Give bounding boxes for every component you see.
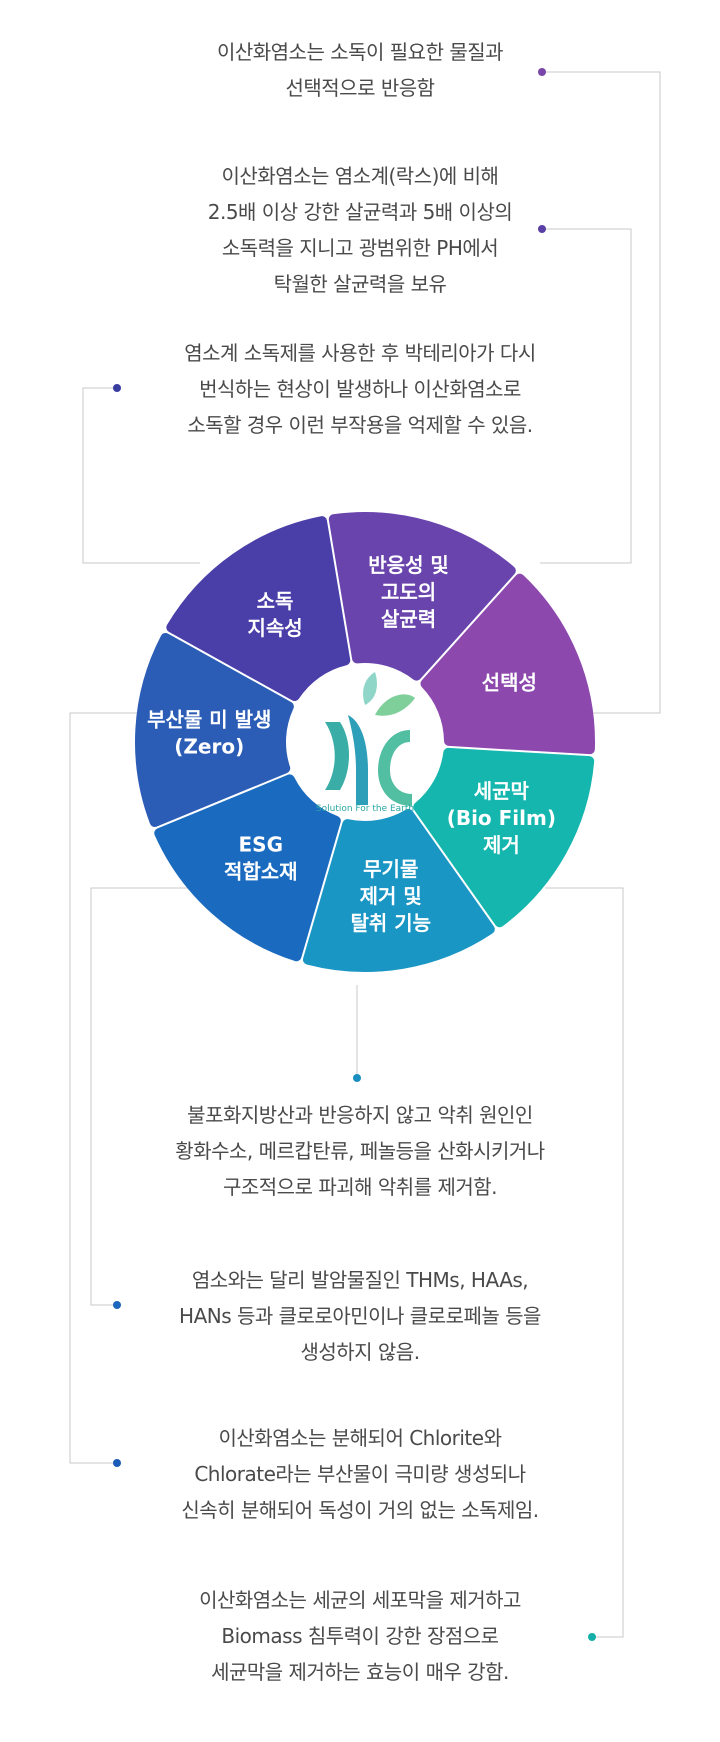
connector-dot <box>113 1301 121 1309</box>
desc-line: 선택적으로 반응함 <box>285 76 435 100</box>
logo-mark-icon <box>325 722 349 790</box>
desc-line: 황화수소, 메르캅탄류, 페놀등을 산화시키거나 <box>175 1139 545 1163</box>
desc-line: 2.5배 이상 강한 살균력과 5배 이상의 <box>207 200 513 224</box>
desc-selectivity: 이산화염소는 소독이 필요한 물질과 선택적으로 반응함 <box>90 34 630 106</box>
desc-line: 세균막을 제거하는 효능이 매우 강함. <box>211 1660 509 1684</box>
desc-line: 신속히 분해되어 독성이 거의 없는 소독제임. <box>181 1498 539 1522</box>
desc-byproduct: 이산화염소는 분해되어 Chlorite와 Chlorate라는 부산물이 극미… <box>90 1420 630 1528</box>
connector-lines <box>69 68 661 1641</box>
segment-label-line: ESG <box>239 833 283 857</box>
segment-biofilm <box>413 747 595 928</box>
connector-line <box>82 387 200 564</box>
desc-line: 불포화지방산과 반응하지 않고 악취 원인인 <box>187 1103 533 1127</box>
desc-line: Chlorate라는 부산물이 극미량 생성되나 <box>194 1462 526 1486</box>
segment-label-esg: ESG 적합소재 <box>224 833 298 884</box>
desc-line: 이산화염소는 염소계(락스)에 비해 <box>221 164 499 188</box>
connector-line <box>90 887 190 1306</box>
segment-odor <box>302 808 495 972</box>
connector-dot <box>113 1459 121 1467</box>
logo-mark-icon <box>348 715 368 805</box>
desc-line: 이산화염소는 분해되어 Chlorite와 <box>218 1426 502 1450</box>
segment-label-line: 살균력 <box>381 607 436 631</box>
connector-line <box>540 228 632 564</box>
segment-label-line: 적합소재 <box>224 860 298 884</box>
desc-line: HANs 등과 클로로아민이나 클로로페놀 등을 <box>179 1304 541 1328</box>
segment-label-line: 제거 <box>483 833 520 857</box>
segment-label-line: 제거 및 <box>360 884 422 908</box>
logo-leaf-icon <box>375 694 415 716</box>
connector-dot <box>113 384 121 392</box>
segment-label-line: 반응성 및 <box>368 553 449 577</box>
segment-label-line: 부산물 미 발생 <box>147 707 271 731</box>
desc-line: 소독할 경우 이런 부작용을 억제할 수 있음. <box>187 413 533 437</box>
segment-selectivity <box>420 573 595 755</box>
connector-dot <box>353 1074 361 1082</box>
desc-persistence: 염소계 소독제를 사용한 후 박테리아가 다시 번식하는 현상이 발생하나 이산… <box>90 335 630 443</box>
logo-mark-icon <box>378 730 412 806</box>
segment-byproduct <box>135 632 294 828</box>
segment-reactivity <box>328 512 516 681</box>
segment-label-line: 세균막 <box>474 779 530 803</box>
desc-line: 이산화염소는 소독이 필요한 물질과 <box>216 40 504 64</box>
segment-esg <box>154 774 341 962</box>
desc-line: 소독력을 지니고 광범위한 PH에서 <box>221 236 499 260</box>
desc-line: 생성하지 않음. <box>300 1340 420 1364</box>
desc-line: Biomass 침투력이 강한 장점으로 <box>221 1624 499 1648</box>
desc-line: 탁월한 살균력을 보유 <box>273 272 447 296</box>
logo-leaf-icon <box>363 672 377 705</box>
segment-label-line: 탈취 기능 <box>350 911 431 935</box>
connector-dot <box>588 1633 596 1641</box>
segment-label-line: (Bio Film) <box>447 806 556 830</box>
desc-line: 번식하는 현상이 발생하나 이산화염소로 <box>199 377 521 401</box>
segment-label-line: (Zero) <box>174 734 244 758</box>
connector-line <box>545 887 624 1638</box>
desc-line: 염소계 소독제를 사용한 후 박테리아가 다시 <box>184 341 536 365</box>
segment-label-line: 지속성 <box>247 616 302 640</box>
connector-dot <box>538 68 546 76</box>
desc-line: 구조적으로 파괴해 악취를 제거함. <box>222 1175 498 1199</box>
segment-label-line: 고도의 <box>381 580 436 604</box>
connector-dot <box>538 225 546 233</box>
segment-label-line: 선택성 <box>482 671 537 695</box>
connector-line <box>542 71 661 714</box>
logo-text: Solution For the Earth <box>316 804 414 814</box>
desc-esg: 염소와는 달리 발암물질인 THMs, HAAs, HANs 등과 클로로아민이… <box>90 1262 630 1370</box>
segment-label-line: 무기물 <box>363 857 418 881</box>
segment-persistence <box>166 516 351 702</box>
segment-label-line: 소독 <box>257 589 294 613</box>
segment-label-byproduct: 부산물 미 발생 (Zero) <box>147 707 271 758</box>
desc-line: 이산화염소는 세균의 세포막을 제거하고 <box>199 1588 521 1612</box>
connector-line <box>69 712 140 1464</box>
segment-label-selectivity: 선택성 <box>482 671 537 695</box>
segment-label-biofilm: 세균막 (Bio Film) 제거 <box>447 779 556 857</box>
center-logo: Solution For the Earth <box>316 672 415 814</box>
desc-biofilm: 이산화염소는 세균의 세포막을 제거하고 Biomass 침투력이 강한 장점으… <box>90 1582 630 1690</box>
desc-reactivity: 이산화염소는 염소계(락스)에 비해 2.5배 이상 강한 살균력과 5배 이상… <box>90 158 630 302</box>
desc-odor: 불포화지방산과 반응하지 않고 악취 원인인 황화수소, 메르캅탄류, 페놀등을… <box>90 1097 630 1205</box>
desc-line: 염소와는 달리 발암물질인 THMs, HAAs, <box>191 1268 529 1292</box>
